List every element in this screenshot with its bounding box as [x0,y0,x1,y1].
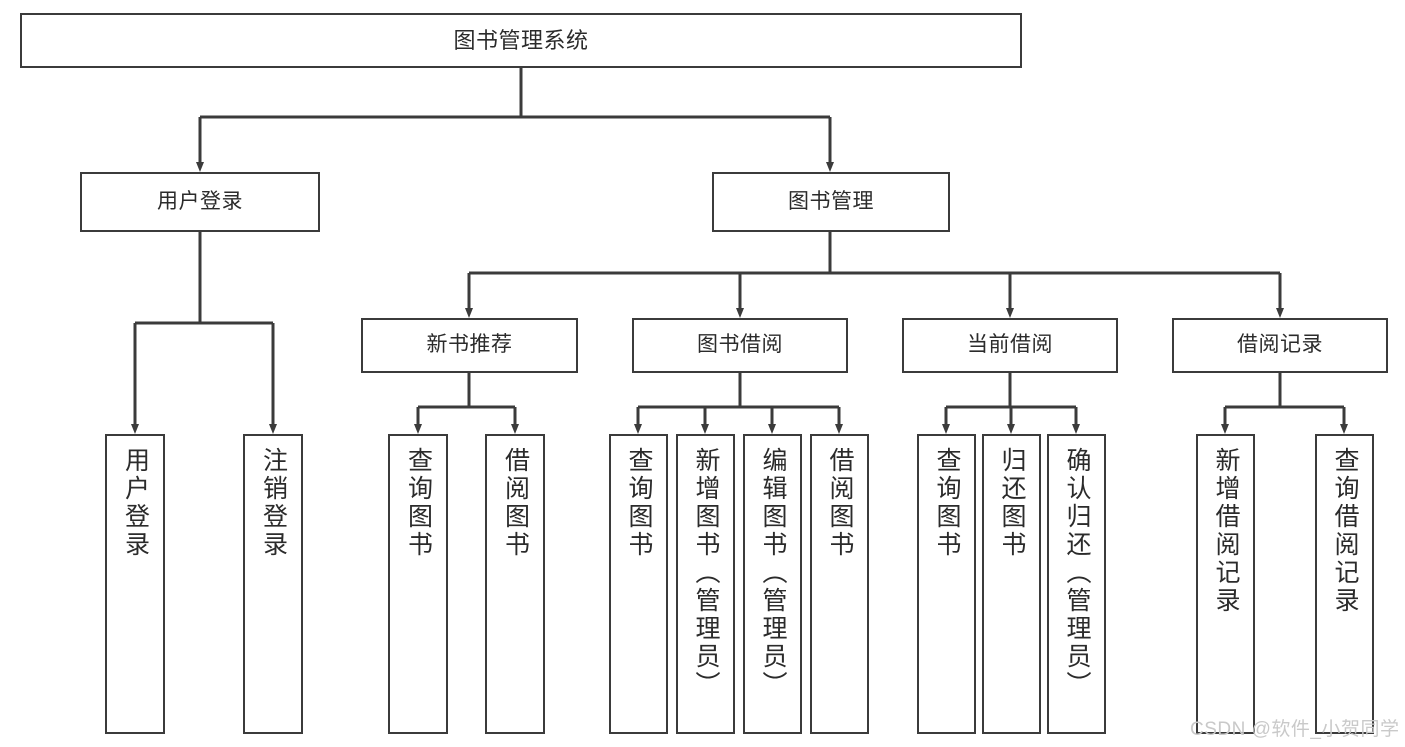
leaf-query-book-new[interactable]: 查询图书 [388,434,448,734]
leaf-confirm-return-admin-label: 确认归还（管理员） [1063,447,1091,699]
leaf-return-book-label: 归还图书 [998,447,1026,559]
node-user-login-label: 用户登录 [157,189,243,213]
leaf-borrow-book-new-label: 借阅图书 [501,447,530,559]
leaf-edit-book-admin-label: 编辑图书（管理员） [759,447,787,699]
leaf-user-login[interactable]: 用户登录 [105,434,165,734]
leaf-query-borrow-record[interactable]: 查询借阅记录 [1315,434,1374,734]
node-user-login[interactable]: 用户登录 [80,172,320,232]
leaf-user-login-label: 用户登录 [121,447,150,559]
node-new-book-recommend[interactable]: 新书推荐 [361,318,578,373]
node-current-borrow-label: 当前借阅 [967,333,1053,357]
leaf-add-book-admin-label: 新增图书（管理员） [692,447,720,699]
node-book-management[interactable]: 图书管理 [712,172,950,232]
node-borrow-record-label: 借阅记录 [1237,333,1323,357]
node-book-borrow[interactable]: 图书借阅 [632,318,848,373]
leaf-borrow-book-label: 借阅图书 [826,447,854,559]
leaf-borrow-book-new[interactable]: 借阅图书 [485,434,545,734]
leaf-query-book-current[interactable]: 查询图书 [917,434,976,734]
leaf-return-book[interactable]: 归还图书 [982,434,1041,734]
leaf-query-book-new-label: 查询图书 [404,447,433,559]
leaf-query-book-current-label: 查询图书 [933,447,961,559]
leaf-query-book[interactable]: 查询图书 [609,434,668,734]
node-book-management-label: 图书管理 [788,189,874,213]
node-new-book-recommend-label: 新书推荐 [426,333,513,357]
leaf-edit-book-admin[interactable]: 编辑图书（管理员） [743,434,802,734]
leaf-add-borrow-record-label: 新增借阅记录 [1212,447,1240,615]
node-borrow-record[interactable]: 借阅记录 [1172,318,1388,373]
leaf-logout[interactable]: 注销登录 [243,434,303,734]
node-root-label: 图书管理系统 [453,27,589,53]
watermark: CSDN @软件_小贺同学 [1190,719,1400,740]
leaf-confirm-return-admin[interactable]: 确认归还（管理员） [1047,434,1106,734]
leaf-logout-label: 注销登录 [259,447,288,559]
leaf-add-book-admin[interactable]: 新增图书（管理员） [676,434,735,734]
node-root[interactable]: 图书管理系统 [20,13,1022,68]
node-book-borrow-label: 图书借阅 [697,333,783,357]
leaf-query-book-label: 查询图书 [625,447,653,559]
leaf-query-borrow-record-label: 查询借阅记录 [1331,447,1359,615]
node-current-borrow[interactable]: 当前借阅 [902,318,1118,373]
leaf-borrow-book[interactable]: 借阅图书 [810,434,869,734]
leaf-add-borrow-record[interactable]: 新增借阅记录 [1196,434,1255,734]
